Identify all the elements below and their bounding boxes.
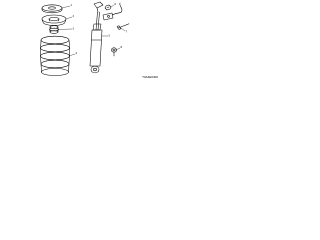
callout-1: 1: [71, 4, 73, 7]
reference-code: T0A4E0300: [142, 75, 158, 79]
callout-3: 3: [73, 28, 75, 31]
bump-stop: [49, 25, 59, 34]
shock-absorber: [89, 1, 104, 74]
callout-7: 7: [126, 31, 128, 34]
speed-sensor-bracket: [102, 2, 123, 21]
diagram-canvas: 1 2 3 4 5 6 7 8: [40, 1, 130, 76]
spring-upper-seat: [41, 14, 67, 26]
callout-8: 8: [121, 46, 123, 49]
upper-nut: [104, 4, 112, 11]
leader-lines: [57, 4, 126, 57]
suspension-parts-diagram: 1 2 3 4 5 6 7 8 T0A4E0300: [0, 0, 160, 80]
coil-spring: [40, 35, 70, 76]
callout-labels: 1 2 3 4 5 6 7 8: [71, 3, 128, 55]
callout-5: 5: [109, 35, 111, 38]
mounting-bolt: [116, 23, 130, 30]
shock-mount-bushing: [111, 47, 117, 57]
spring-mount-rubber: [41, 4, 63, 14]
callout-6: 6: [115, 3, 117, 6]
callout-2: 2: [73, 15, 75, 18]
callout-4: 4: [76, 52, 78, 55]
